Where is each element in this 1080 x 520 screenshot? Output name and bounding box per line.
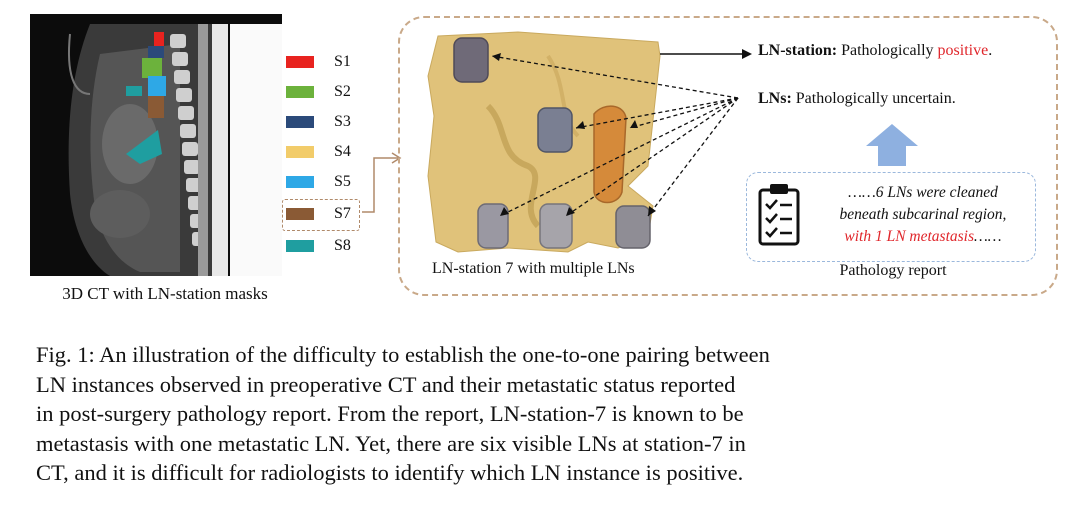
legend-label: S5	[334, 173, 351, 190]
legend-swatch	[286, 208, 314, 220]
lymph-node	[537, 107, 573, 153]
legend-item: S3	[286, 112, 366, 132]
ct-caption: 3D CT with LN-station masks	[62, 284, 268, 303]
station-note: LN-station: Pathologically positive.	[758, 42, 992, 60]
caption-line: CT, and it is difficult for radiologists…	[36, 460, 744, 486]
legend-swatch	[286, 146, 314, 158]
lymph-node	[539, 203, 573, 249]
s7-connector	[362, 152, 402, 213]
figure-caption: Fig. 1: An illustration of the difficult…	[36, 340, 1066, 488]
report-line-3: with 1 LN metastasis……	[820, 226, 1026, 248]
ct-scan-image	[30, 14, 282, 276]
station-panel-frame	[398, 16, 1058, 296]
caption-line: metastasis with one metastatic LN. Yet, …	[36, 430, 746, 456]
lns-note-label: LNs:	[758, 90, 792, 107]
report-ellipsis: ……	[974, 228, 1002, 245]
pathology-report-box	[746, 172, 1036, 262]
up-arrow	[866, 124, 918, 166]
report-line: beneath subcarinal region,	[839, 206, 1007, 223]
station-caption: LN-station 7 with multiple LNs	[432, 260, 635, 277]
lymph-node	[593, 105, 627, 204]
legend-swatch	[286, 240, 314, 252]
legend-item: S1	[286, 52, 366, 72]
station-note-text: Pathologically	[837, 42, 938, 59]
lns-note: LNs: Pathologically uncertain.	[758, 90, 956, 108]
legend-label: S3	[334, 113, 351, 130]
caption-line: LN instances observed in preoperative CT…	[36, 371, 736, 397]
lns-note-text: Pathologically uncertain.	[791, 90, 956, 107]
legend-swatch	[286, 56, 314, 68]
report-line: ……6 LNs were cleaned	[848, 184, 998, 201]
legend-swatch	[286, 86, 314, 98]
legend-label: S2	[334, 83, 351, 100]
caption-line: in post-surgery pathology report. From t…	[36, 401, 744, 427]
legend-item: S8	[286, 236, 366, 256]
report-metastasis: with 1 LN metastasis	[844, 228, 975, 245]
lymph-node	[453, 37, 489, 83]
pathology-report-text: ……6 LNs were cleaned beneath subcarinal …	[820, 182, 1026, 248]
s7-highlight-box	[282, 199, 360, 231]
legend-label: S8	[334, 237, 351, 254]
lymph-node	[615, 205, 651, 249]
station-note-end: .	[988, 42, 993, 59]
checklist-icon	[758, 184, 800, 246]
legend-item: S5	[286, 172, 366, 192]
station-note-positive: positive	[937, 42, 989, 59]
legend-item-s7: S7	[282, 199, 366, 231]
legend-item: S4	[286, 142, 366, 162]
station-note-label: LN-station:	[758, 42, 838, 59]
legend-label: S7	[334, 205, 351, 222]
legend-label: S1	[334, 53, 351, 70]
station7-render	[427, 31, 918, 253]
legend-swatch	[286, 176, 314, 188]
legend-swatch	[286, 116, 314, 128]
report-caption: Pathology report	[839, 262, 947, 279]
legend-item: S2	[286, 82, 366, 102]
station-legend: S1 S2 S3 S4 S5 S7 S8	[282, 52, 366, 262]
caption-line: Fig. 1: An illustration of the difficult…	[36, 342, 770, 367]
legend-label: S4	[334, 143, 351, 160]
